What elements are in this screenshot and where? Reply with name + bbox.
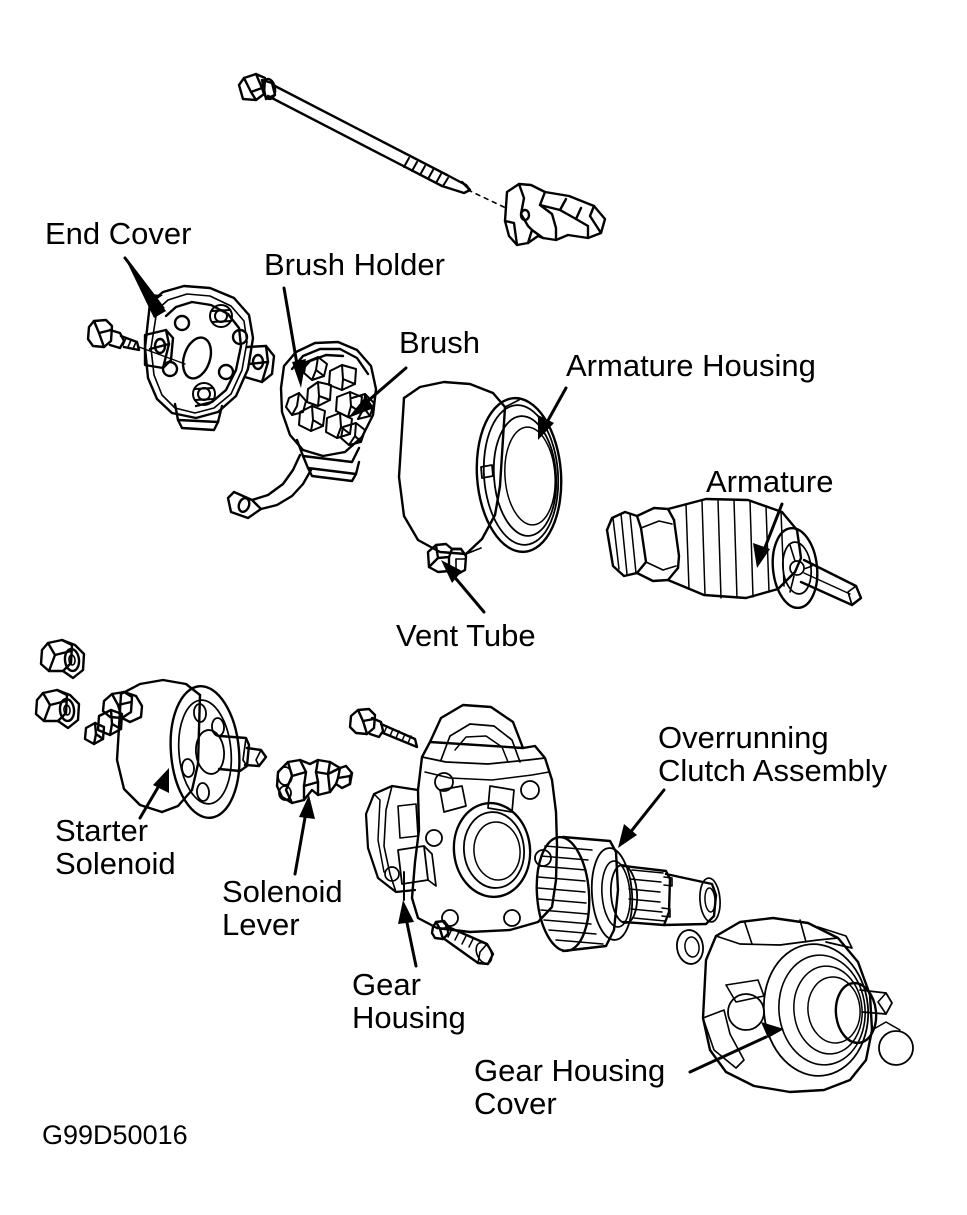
label-solenoid-lever-line1: Solenoid [222,874,343,909]
label-brush-holder: Brush Holder [264,247,445,282]
solenoid-nut-lower [34,688,81,730]
solenoid-lever [275,758,354,805]
label-vent-tube: Vent Tube [396,618,536,653]
gear-housing-bolt-upper [348,707,419,749]
label-starter-solenoid-line2: Solenoid [55,846,176,881]
armature-housing [397,380,563,556]
label-gear-housing-cover-line1: Gear Housing [474,1053,666,1088]
label-brush: Brush [399,325,480,360]
leader-arrows [123,256,784,1074]
end-cover [143,284,276,432]
label-gear-housing-line1: Gear [352,967,421,1002]
bracket [503,182,607,247]
label-armature-housing: Armature Housing [566,348,816,383]
label-armature: Armature [706,464,834,499]
through-bolt [237,72,507,209]
label-gear-housing-cover-line2: Cover [474,1086,557,1121]
label-overrunning-clutch-line2: Clutch Assembly [658,753,888,788]
label-gear-housing-line2: Housing [352,1000,466,1035]
label-starter-solenoid-line1: Starter [55,813,149,848]
starter-solenoid [83,678,268,820]
armature [605,497,863,610]
solenoid-nut-upper [39,638,86,680]
gear-housing [364,703,559,934]
label-solenoid-lever-line2: Lever [222,907,300,942]
figure-id-code: G99D50016 [42,1120,188,1150]
label-end-cover: End Cover [45,216,192,251]
end-cover-screw [86,318,186,365]
brush-holder [226,340,378,520]
label-overrunning-clutch-line1: Overrunning [658,720,829,755]
gear-housing-cover [676,916,914,1094]
overrunning-clutch-assembly [535,835,721,953]
